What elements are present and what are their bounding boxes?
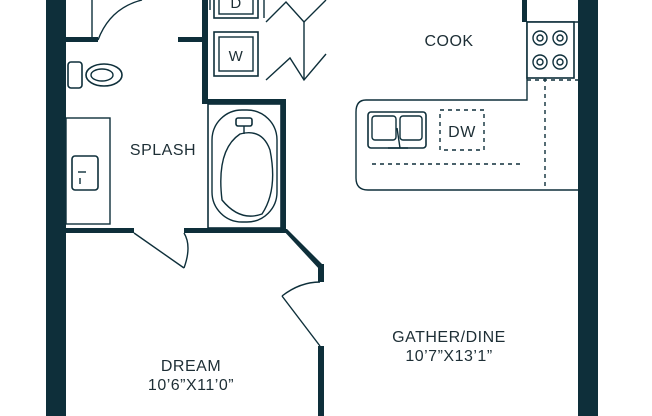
bathtub <box>207 103 282 229</box>
vanity <box>65 117 111 225</box>
kitchen-sink <box>367 111 427 149</box>
dishwasher: DW <box>439 109 485 151</box>
room-label-splash: SPLASH <box>130 142 196 159</box>
toilet <box>67 61 123 89</box>
bath-door <box>133 232 189 269</box>
room-size-gather: 10’7”X13’1” <box>405 348 492 365</box>
interior-walls <box>66 0 527 416</box>
cooktop <box>526 21 575 79</box>
room-size-dream: 10’6”X11’0” <box>148 377 234 394</box>
dryer: D <box>213 0 259 19</box>
room-label-gather: GATHER/DINE <box>392 329 506 346</box>
bedroom-door <box>281 281 321 347</box>
dishwasher-label: DW <box>448 124 476 141</box>
closet-area <box>91 0 265 41</box>
room-label-cook: COOK <box>424 33 473 50</box>
dryer-label: D <box>230 0 241 12</box>
exterior-walls <box>46 0 598 416</box>
room-label-dream: DREAM <box>161 358 221 375</box>
washer: W <box>213 31 259 77</box>
laundry-doors <box>265 0 327 82</box>
washer-label: W <box>229 48 244 65</box>
